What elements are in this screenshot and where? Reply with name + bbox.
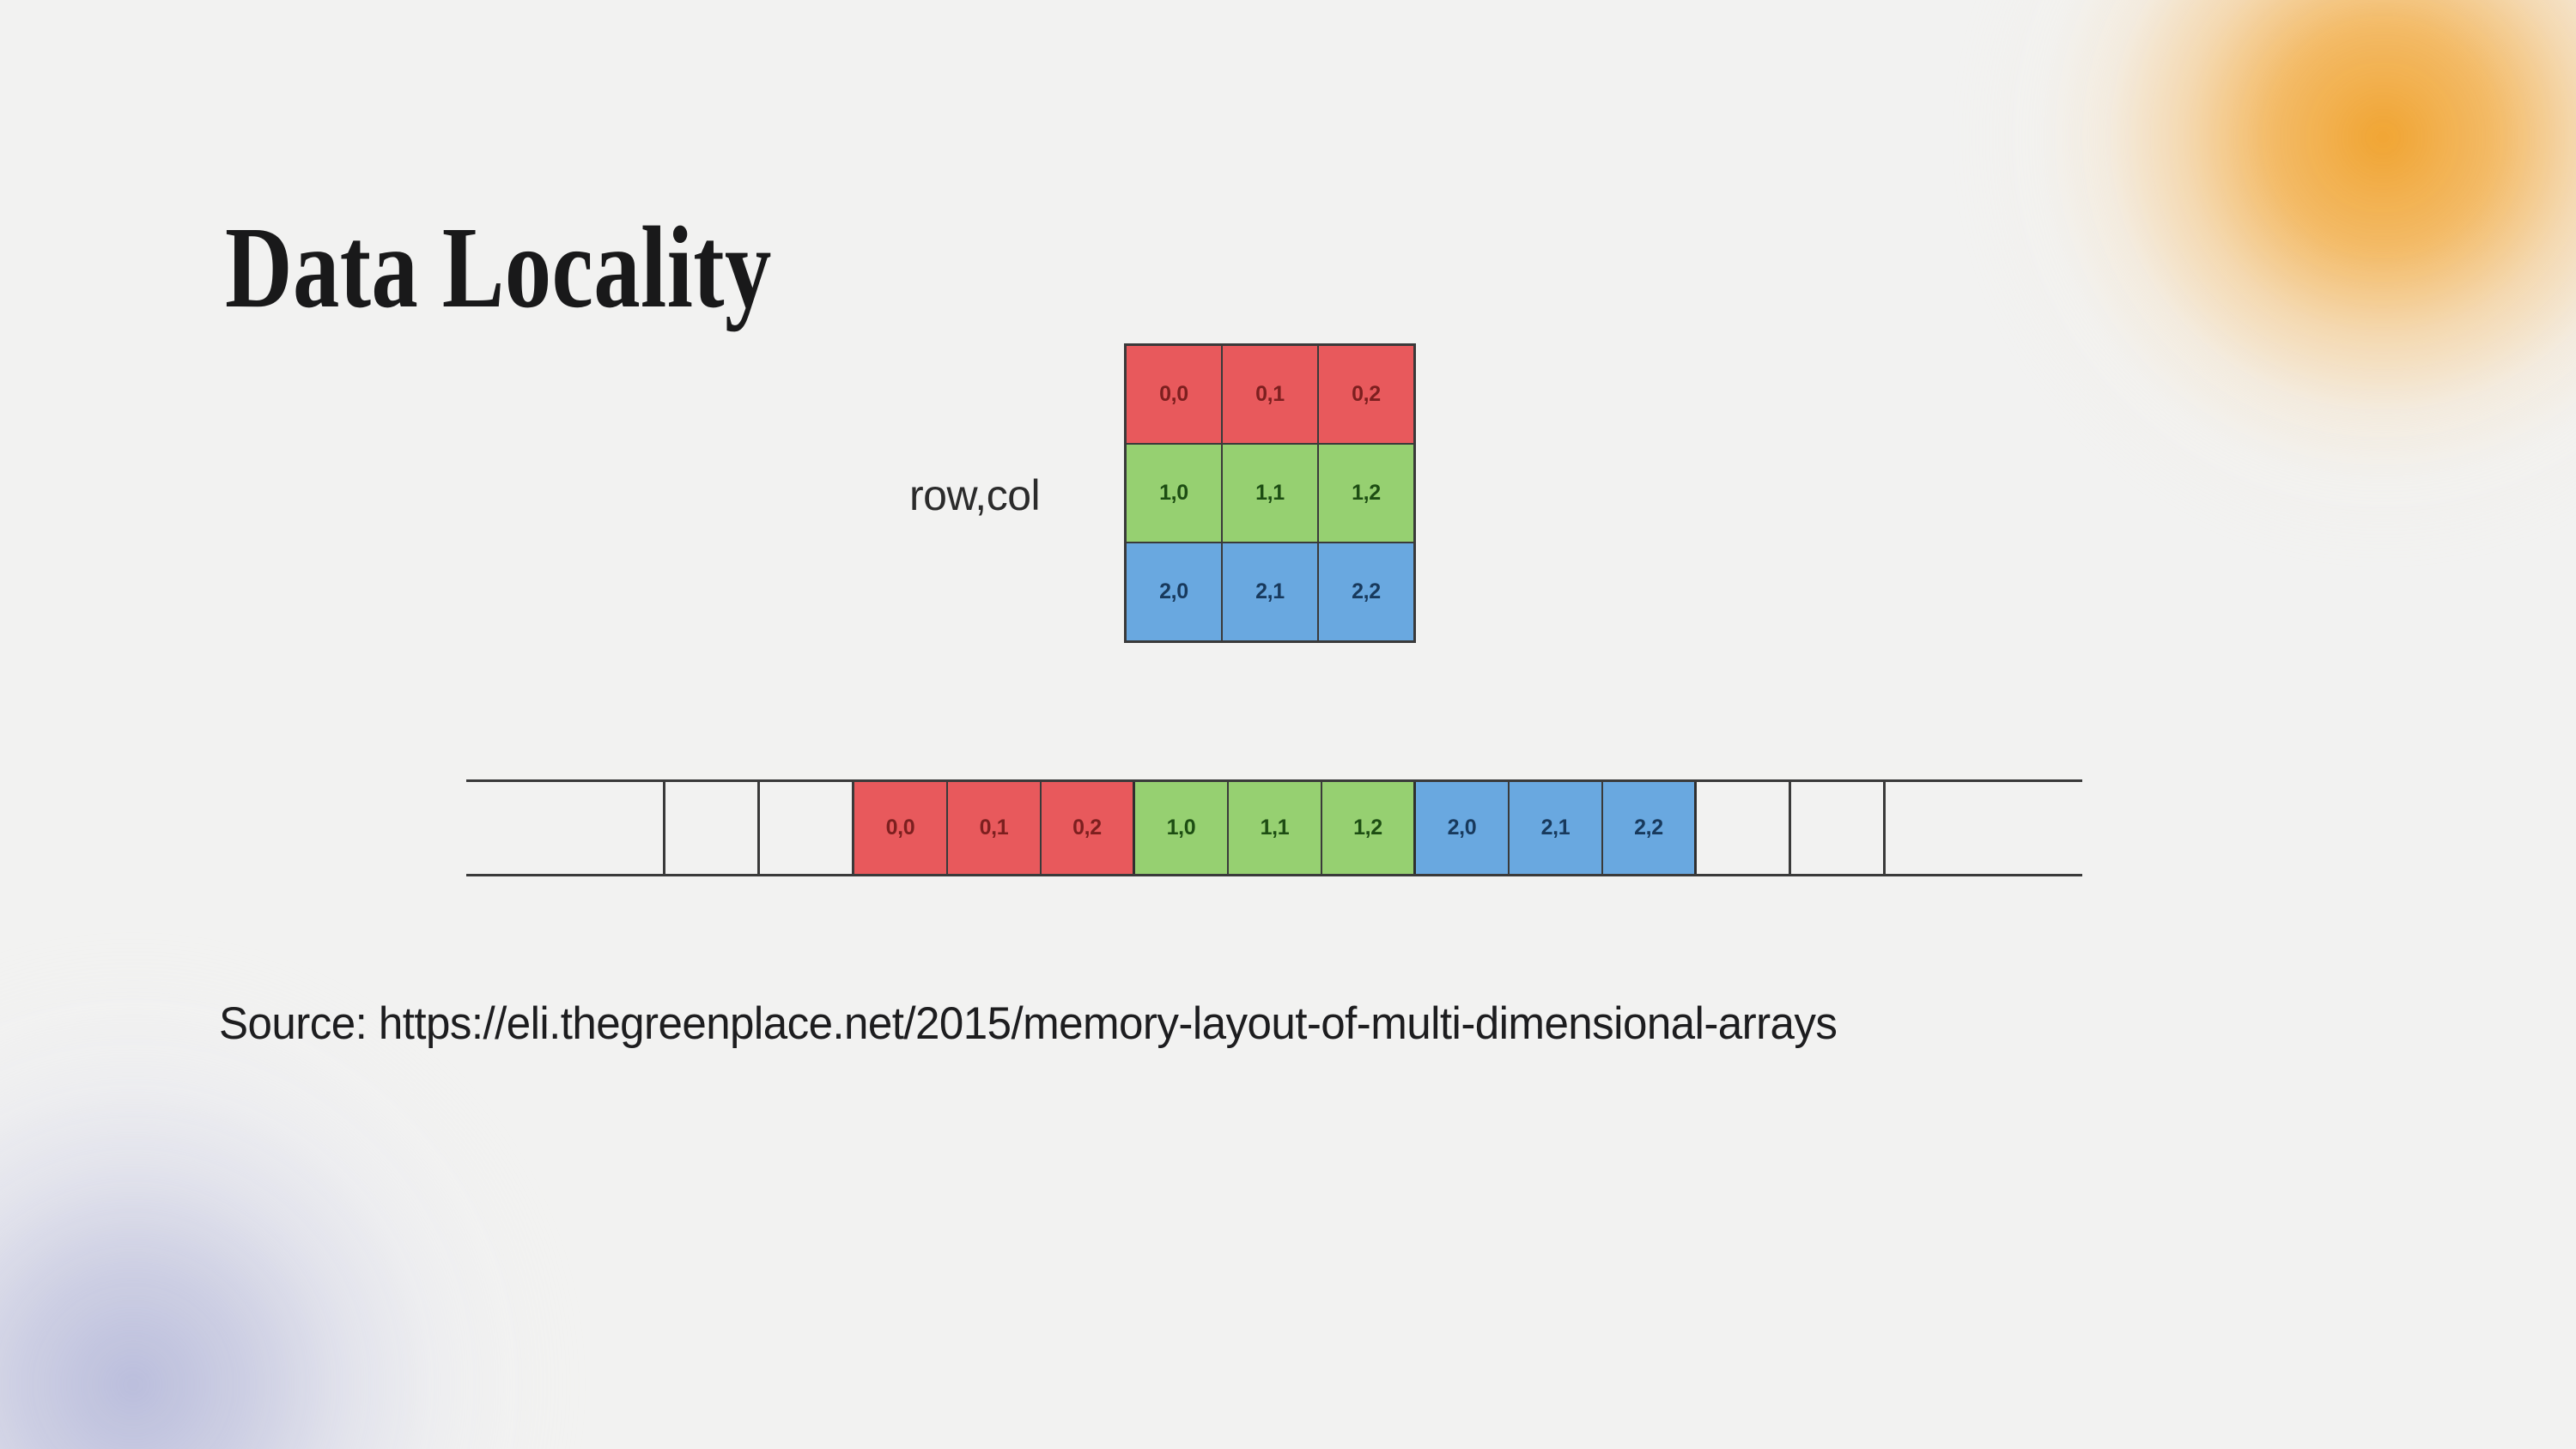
matrix-cell: 1,2: [1319, 445, 1413, 542]
matrix-cell: 0,2: [1319, 346, 1413, 443]
memory-cell-empty: [1697, 782, 1791, 874]
memory-cell-empty: [1791, 782, 1886, 874]
matrix-cell: 0,0: [1127, 346, 1221, 443]
matrix-cell: 2,1: [1223, 543, 1317, 640]
page-title: Data Locality: [225, 203, 772, 333]
memory-cell: 0,0: [854, 782, 948, 874]
source-caption: Source: https://eli.thegreenplace.net/20…: [219, 998, 1838, 1049]
matrix-cell: 2,2: [1319, 543, 1413, 640]
matrix-cell: 1,1: [1223, 445, 1317, 542]
memory-cell: 1,1: [1229, 782, 1322, 874]
matrix-cell: 2,0: [1127, 543, 1221, 640]
memory-cell: 0,2: [1042, 782, 1135, 874]
matrix-cell: 0,1: [1223, 346, 1317, 443]
memory-cell: 1,2: [1322, 782, 1416, 874]
row-col-label: row,col: [909, 471, 1041, 519]
memory-cell: 2,2: [1603, 782, 1697, 874]
memory-cell-empty: [760, 782, 854, 874]
memory-cell-empty: [466, 782, 665, 874]
matrix-cell: 1,0: [1127, 445, 1221, 542]
memory-cell-empty: [665, 782, 760, 874]
orange-gradient-blob: [1932, 0, 2576, 567]
memory-cell: 2,0: [1416, 782, 1510, 874]
memory-cell: 1,0: [1135, 782, 1229, 874]
memory-cell: 2,1: [1510, 782, 1603, 874]
memory-cell-empty: [1886, 782, 2082, 874]
memory-cell: 0,1: [948, 782, 1042, 874]
